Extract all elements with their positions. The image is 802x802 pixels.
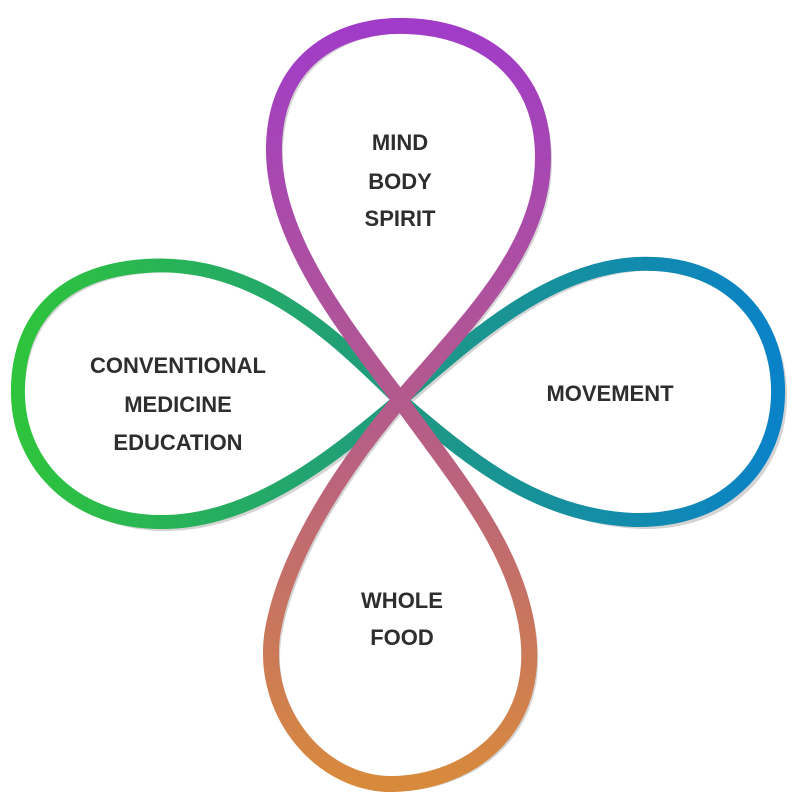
label-spirit: SPIRIT [365,206,436,231]
label-body: BODY [368,169,432,194]
label-top: MIND BODY SPIRIT [365,130,436,231]
label-right: MOVEMENT [546,381,674,406]
label-mind: MIND [372,130,428,155]
label-education: EDUCATION [113,430,242,455]
label-bottom: WHOLE FOOD [361,588,443,650]
label-left: CONVENTIONAL MEDICINE EDUCATION [90,353,266,455]
label-medicine: MEDICINE [124,392,232,417]
label-movement: MOVEMENT [546,381,674,406]
vertical-loop-ribbon [262,17,551,793]
label-whole: WHOLE [361,588,443,613]
label-food: FOOD [370,625,434,650]
label-conventional: CONVENTIONAL [90,353,266,378]
